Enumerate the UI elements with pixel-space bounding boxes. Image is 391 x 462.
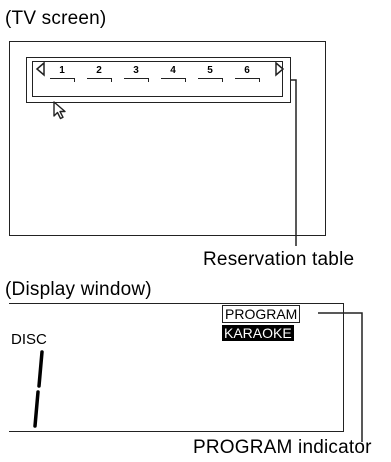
tv-screen-caption: (TV screen) — [5, 8, 107, 29]
slot-number: 2 — [96, 65, 102, 76]
reservation-table — [26, 57, 291, 103]
display-window-right-border — [343, 303, 344, 432]
slot-line — [198, 78, 222, 79]
program-indicator: PROGRAM — [222, 305, 301, 323]
slot-line — [50, 78, 74, 79]
display-window-top-border — [9, 303, 344, 304]
disc-label: DISC — [11, 331, 47, 348]
slot-tick — [185, 78, 186, 82]
slot-number: 1 — [59, 65, 65, 76]
slot-tick — [148, 78, 149, 82]
mouse-pointer-icon — [53, 101, 66, 120]
program-indicator-label: PROGRAM indicator — [193, 437, 372, 458]
tv-screen-frame — [9, 41, 326, 236]
display-window-bottom-border — [9, 431, 344, 432]
karaoke-indicator: KARAOKE — [222, 325, 294, 341]
right-arrow-icon — [275, 61, 285, 77]
slot-line — [235, 78, 259, 79]
reservation-slot-1: 1 — [48, 66, 76, 86]
slot-tick — [259, 78, 260, 82]
reservation-table-label: Reservation table — [203, 249, 355, 270]
display-window-caption: (Display window) — [5, 279, 152, 300]
reservation-table-inner — [32, 61, 283, 97]
slot-tick — [222, 78, 223, 82]
slot-number: 3 — [133, 65, 139, 76]
reservation-slot-5: 5 — [196, 66, 224, 86]
left-arrow-icon — [35, 61, 45, 77]
slot-line — [87, 78, 111, 79]
slot-number: 6 — [244, 65, 250, 76]
slot-tick — [74, 78, 75, 82]
reservation-slot-6: 6 — [233, 66, 261, 86]
slot-number: 4 — [170, 65, 176, 76]
track-number-digit — [33, 350, 44, 428]
slot-line — [124, 78, 148, 79]
slot-tick — [111, 78, 112, 82]
reservation-slot-4: 4 — [159, 66, 187, 86]
reservation-slot-2: 2 — [85, 66, 113, 86]
slot-line — [161, 78, 185, 79]
slot-number: 5 — [207, 65, 213, 76]
reservation-slot-3: 3 — [122, 66, 150, 86]
